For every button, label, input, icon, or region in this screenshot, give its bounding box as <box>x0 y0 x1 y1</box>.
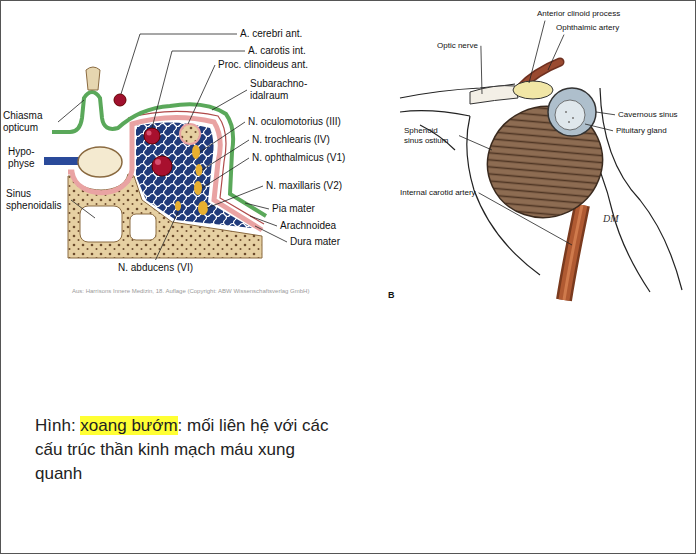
leader-line <box>156 212 179 260</box>
structure-label: N. maxillaris (V2) <box>266 180 342 192</box>
leader-line <box>548 35 564 70</box>
structure-label: DM <box>603 213 619 225</box>
structure-label: Proc. clinoideus ant. <box>218 59 308 71</box>
structure-label: Internal carotid artery <box>400 188 476 198</box>
structure-label: N. trochlearis (IV) <box>252 134 330 146</box>
leader-line <box>529 21 545 83</box>
leader-line <box>212 90 247 110</box>
leader-line <box>250 216 277 226</box>
structure-label: N. ophthalmicus (V1) <box>252 152 345 164</box>
leader-line <box>459 136 492 150</box>
structure-label: A. cerebri ant. <box>240 28 302 40</box>
leader-line <box>200 122 245 152</box>
sagittal-drawing <box>400 62 682 300</box>
structure-label: Pituitary gland <box>616 126 667 136</box>
leader-line <box>596 112 615 115</box>
structure-label: Dura mater <box>290 236 340 248</box>
structure-label: Ophthalmic artery <box>556 23 619 33</box>
structure-label: A. carotis int. <box>248 45 306 57</box>
leader-line <box>188 65 215 124</box>
leader-line <box>481 46 482 94</box>
structure-label: Cavernous sinus <box>618 110 678 120</box>
structure-label: Anterior clinoid process <box>537 9 620 19</box>
structure-label: Pia mater <box>272 203 315 215</box>
leader-line <box>479 193 572 245</box>
structure-label: Aus: Harrisons Innere Medizin, 18. Aufla… <box>72 288 309 295</box>
structure-label: Arachnoidea <box>280 220 336 232</box>
structure-label: Subarachno- idalraum <box>250 78 314 102</box>
structure-label: N. abducens (VI) <box>118 262 193 274</box>
structure-label: Hypo- physe <box>8 146 44 170</box>
leader-line <box>58 100 84 122</box>
structure-label: Optic nerve <box>437 41 478 51</box>
structure-label: Sinus sphenoidalis <box>6 188 68 212</box>
leader-line <box>245 203 269 209</box>
structure-label: Chiasma opticum <box>3 110 55 134</box>
leader-line <box>207 186 263 208</box>
leader-line <box>202 158 249 188</box>
leader-line <box>71 200 95 218</box>
structure-label: B <box>388 290 395 301</box>
leader-line <box>202 140 249 170</box>
coronal-section <box>44 67 266 258</box>
figure-caption: Hình: xoang bướm: mối liên hệ với các cấ… <box>35 414 345 486</box>
structure-label: Sphenoid sinus ostium <box>404 126 456 145</box>
leader-line <box>585 124 613 131</box>
structure-label: N. oculomotorius (III) <box>248 116 341 128</box>
